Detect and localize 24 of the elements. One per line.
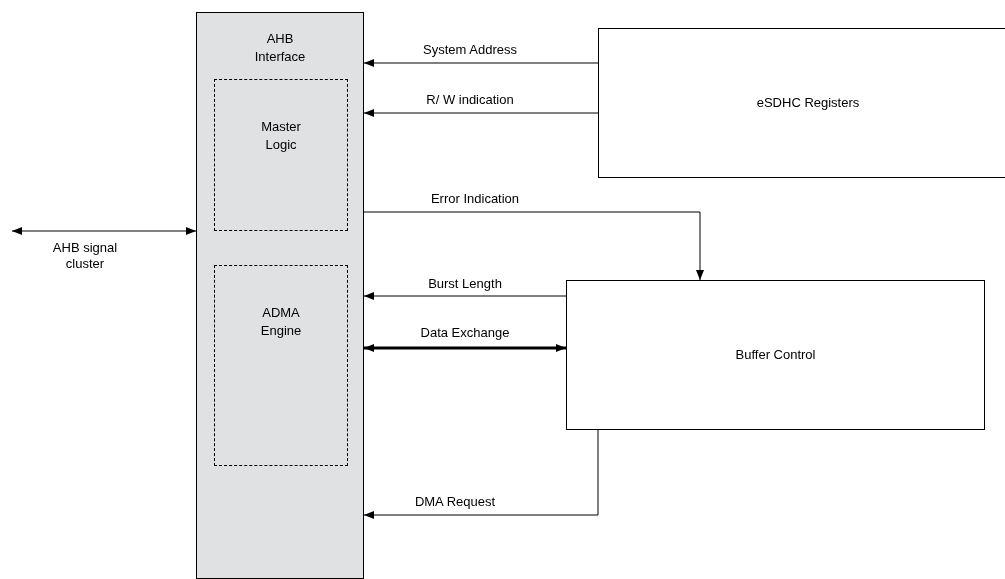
buffer-control-box	[566, 280, 985, 430]
engine-block	[214, 265, 348, 466]
edge-label: Burst Length	[427, 276, 503, 292]
arrow	[364, 344, 566, 352]
node-label: Buffer Control	[735, 346, 816, 365]
arrow	[11, 227, 197, 235]
node-label: AHB Interface	[253, 30, 307, 66]
arrow	[363, 59, 599, 67]
edge-label: Error Indication	[429, 191, 521, 207]
arrow	[363, 109, 599, 117]
arrow	[363, 292, 567, 300]
interface-panel	[196, 12, 364, 579]
node-label: eSDHC Registers	[756, 94, 860, 113]
logic-block	[214, 79, 348, 231]
edge-label: DMA Request	[413, 494, 497, 510]
edge-label: Data Exchange	[419, 325, 511, 341]
arrow	[363, 211, 704, 281]
edge-label: AHB signal cluster	[51, 240, 119, 272]
node-label: Master Logic	[260, 118, 302, 154]
registers-box	[598, 28, 1005, 178]
arrow	[363, 429, 599, 519]
edge-label: R/ W indication	[425, 92, 515, 108]
edge-label: System Address	[422, 42, 518, 58]
node-label: ADMA Engine	[259, 304, 303, 340]
